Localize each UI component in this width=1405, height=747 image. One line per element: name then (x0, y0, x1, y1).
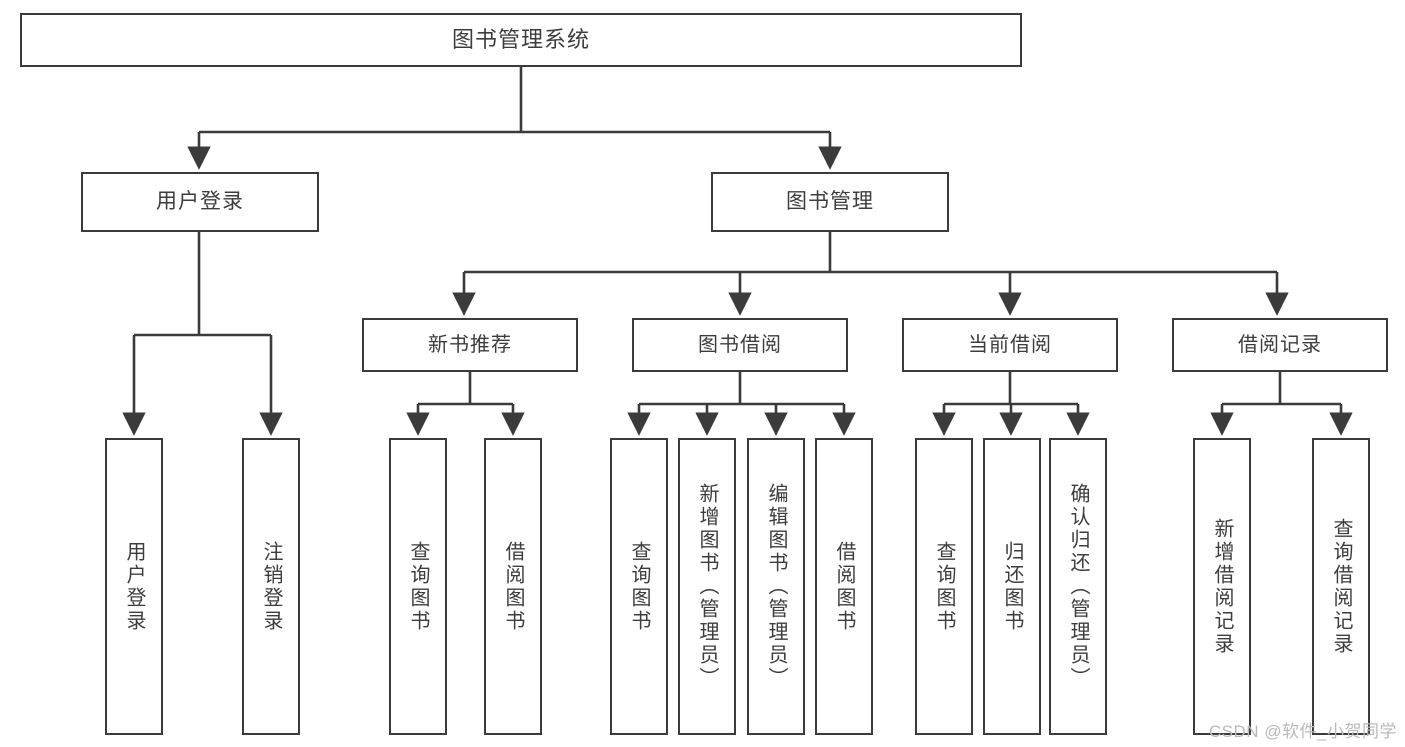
leaf-borrow-borrow-book[interactable]: 借阅图书 (815, 438, 873, 735)
leaf-user-logout[interactable]: 注销登录 (242, 438, 300, 735)
node-current-borrow[interactable]: 当前借阅 (902, 318, 1118, 372)
leaf-borrow-query-book[interactable]: 查询图书 (610, 438, 668, 735)
leaf-recommend-query-book[interactable]: 查询图书 (389, 438, 447, 735)
leaf-label: 查询图书 (407, 540, 429, 633)
leaf-current-query-book[interactable]: 查询图书 (915, 438, 973, 735)
leaf-record-add[interactable]: 新增借阅记录 (1193, 438, 1251, 735)
leaf-label: 借阅图书 (502, 540, 524, 633)
leaf-label: 查询图书 (933, 540, 955, 633)
leaf-borrow-edit-book[interactable]: 编辑图书（管理员） (747, 438, 805, 735)
leaf-label: 查询图书 (628, 540, 650, 633)
node-label: 新书推荐 (428, 333, 512, 356)
node-book-borrow[interactable]: 图书借阅 (632, 318, 848, 372)
node-root-system[interactable]: 图书管理系统 (20, 13, 1022, 67)
node-label: 图书管理系统 (451, 27, 590, 53)
leaf-label: 编辑图书（管理员） (765, 483, 787, 690)
leaf-user-login[interactable]: 用户登录 (105, 438, 163, 735)
leaf-record-query[interactable]: 查询借阅记录 (1312, 438, 1370, 735)
leaf-current-return-book[interactable]: 归还图书 (983, 438, 1041, 735)
node-borrow-record[interactable]: 借阅记录 (1172, 318, 1388, 372)
leaf-label: 新增借阅记录 (1211, 517, 1233, 656)
node-label: 用户登录 (156, 189, 244, 213)
node-label: 图书借阅 (698, 333, 782, 356)
node-user-login[interactable]: 用户登录 (81, 172, 319, 232)
node-label: 当前借阅 (968, 333, 1052, 356)
watermark: CSDN @软件_小贺同学 (1208, 722, 1397, 741)
leaf-label: 确认归还（管理员） (1067, 483, 1089, 690)
leaf-recommend-borrow-book[interactable]: 借阅图书 (484, 438, 542, 735)
leaf-label: 用户登录 (123, 540, 145, 633)
node-label: 图书管理 (786, 189, 874, 213)
leaf-label: 新增图书（管理员） (696, 483, 718, 690)
leaf-current-confirm-return[interactable]: 确认归还（管理员） (1049, 438, 1107, 735)
leaf-label: 借阅图书 (833, 540, 855, 633)
leaf-borrow-add-book[interactable]: 新增图书（管理员） (678, 438, 736, 735)
node-book-management[interactable]: 图书管理 (711, 172, 949, 232)
leaf-label: 归还图书 (1001, 540, 1023, 633)
node-label: 借阅记录 (1238, 333, 1322, 356)
leaf-label: 查询借阅记录 (1330, 517, 1352, 656)
node-new-book-recommend[interactable]: 新书推荐 (362, 318, 578, 372)
leaf-label: 注销登录 (260, 540, 282, 633)
